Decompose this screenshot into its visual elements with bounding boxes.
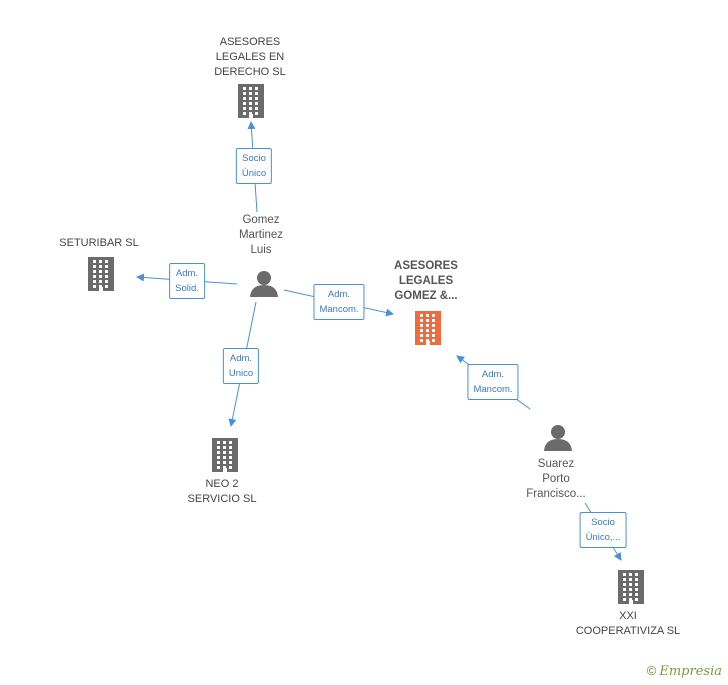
edge-label-line: Único	[241, 168, 267, 179]
edge-label-line: Adm.	[481, 369, 505, 380]
edge-label-line: Único,...	[585, 532, 621, 543]
empresia-logo: ©Empresia	[647, 663, 722, 679]
edge-label-adm-unico[interactable]: Adm. Unico	[222, 348, 260, 384]
edge-label-line: Mancom.	[319, 304, 359, 315]
node-label-suarez[interactable]: Suarez Porto Francisco...	[526, 457, 585, 502]
node-label-line: XXI	[619, 610, 637, 622]
node-label-line: COOPERATIVIZA SL	[575, 625, 681, 637]
node-label-line: GOMEZ &...	[394, 290, 458, 302]
node-label-line: Francisco...	[526, 488, 586, 500]
edge-label-line: Mancom.	[473, 384, 513, 395]
node-label-line: ASESORES	[219, 36, 281, 48]
edge-label-socio-unico[interactable]: Socio Único	[235, 148, 273, 184]
building-icon-asesores-derecho[interactable]	[238, 84, 264, 118]
node-label-line: Martinez	[238, 229, 284, 241]
node-label-asesores-derecho[interactable]: ASESORES LEGALES EN DERECHO SL	[214, 35, 286, 80]
edge-label-line: Solid.	[175, 283, 199, 294]
edge-label-socio-unico-xxi[interactable]: Socio Único,...	[579, 512, 627, 548]
copyright-symbol: ©	[646, 663, 657, 678]
node-label-line: SETURIBAR SL	[59, 237, 139, 249]
node-label-line: LEGALES EN	[215, 51, 285, 63]
node-label-line: SERVICIO SL	[187, 493, 257, 505]
edge-label-line: Socio	[242, 153, 266, 164]
edge-label-line: Adm.	[327, 289, 351, 300]
building-icon-neo2[interactable]	[212, 438, 238, 472]
edge-label-line: Adm.	[229, 353, 253, 364]
building-icon-seturibar[interactable]	[88, 257, 114, 291]
node-label-line: LEGALES	[398, 275, 454, 287]
brand-name: Empresia	[659, 664, 722, 679]
node-label-line: NEO 2	[205, 478, 239, 490]
node-label-line: Luis	[250, 244, 272, 256]
edge-label-line: Socio	[591, 517, 615, 528]
node-label-gomez[interactable]: Gomez Martinez Luis	[239, 213, 283, 258]
node-label-line: Porto	[542, 473, 570, 485]
edge-label-line: Adm.	[175, 268, 199, 279]
person-icon-suarez[interactable]	[544, 425, 572, 451]
edge-label-adm-mancom-suarez[interactable]: Adm. Mancom.	[467, 364, 519, 400]
node-label-line: DERECHO SL	[214, 66, 286, 78]
edge-label-line: Unico	[228, 368, 254, 379]
node-label-line: Suarez	[537, 458, 575, 470]
node-label-seturibar[interactable]: SETURIBAR SL	[59, 236, 138, 251]
node-label-neo2[interactable]: NEO 2 SERVICIO SL	[188, 477, 257, 507]
building-icon-xxi[interactable]	[618, 570, 644, 604]
person-icon-gomez[interactable]	[250, 271, 278, 297]
node-label-line: Gomez	[242, 214, 280, 226]
node-label-main-company[interactable]: ASESORES LEGALES GOMEZ &...	[394, 259, 458, 304]
edge-label-adm-solid[interactable]: Adm. Solid.	[169, 263, 205, 299]
building-icon-main-company[interactable]	[415, 311, 441, 345]
edge-label-adm-mancom-gomez[interactable]: Adm. Mancom.	[313, 284, 365, 320]
node-label-xxi[interactable]: XXI COOPERATIVIZA SL	[576, 609, 680, 639]
node-label-line: ASESORES	[394, 260, 458, 272]
